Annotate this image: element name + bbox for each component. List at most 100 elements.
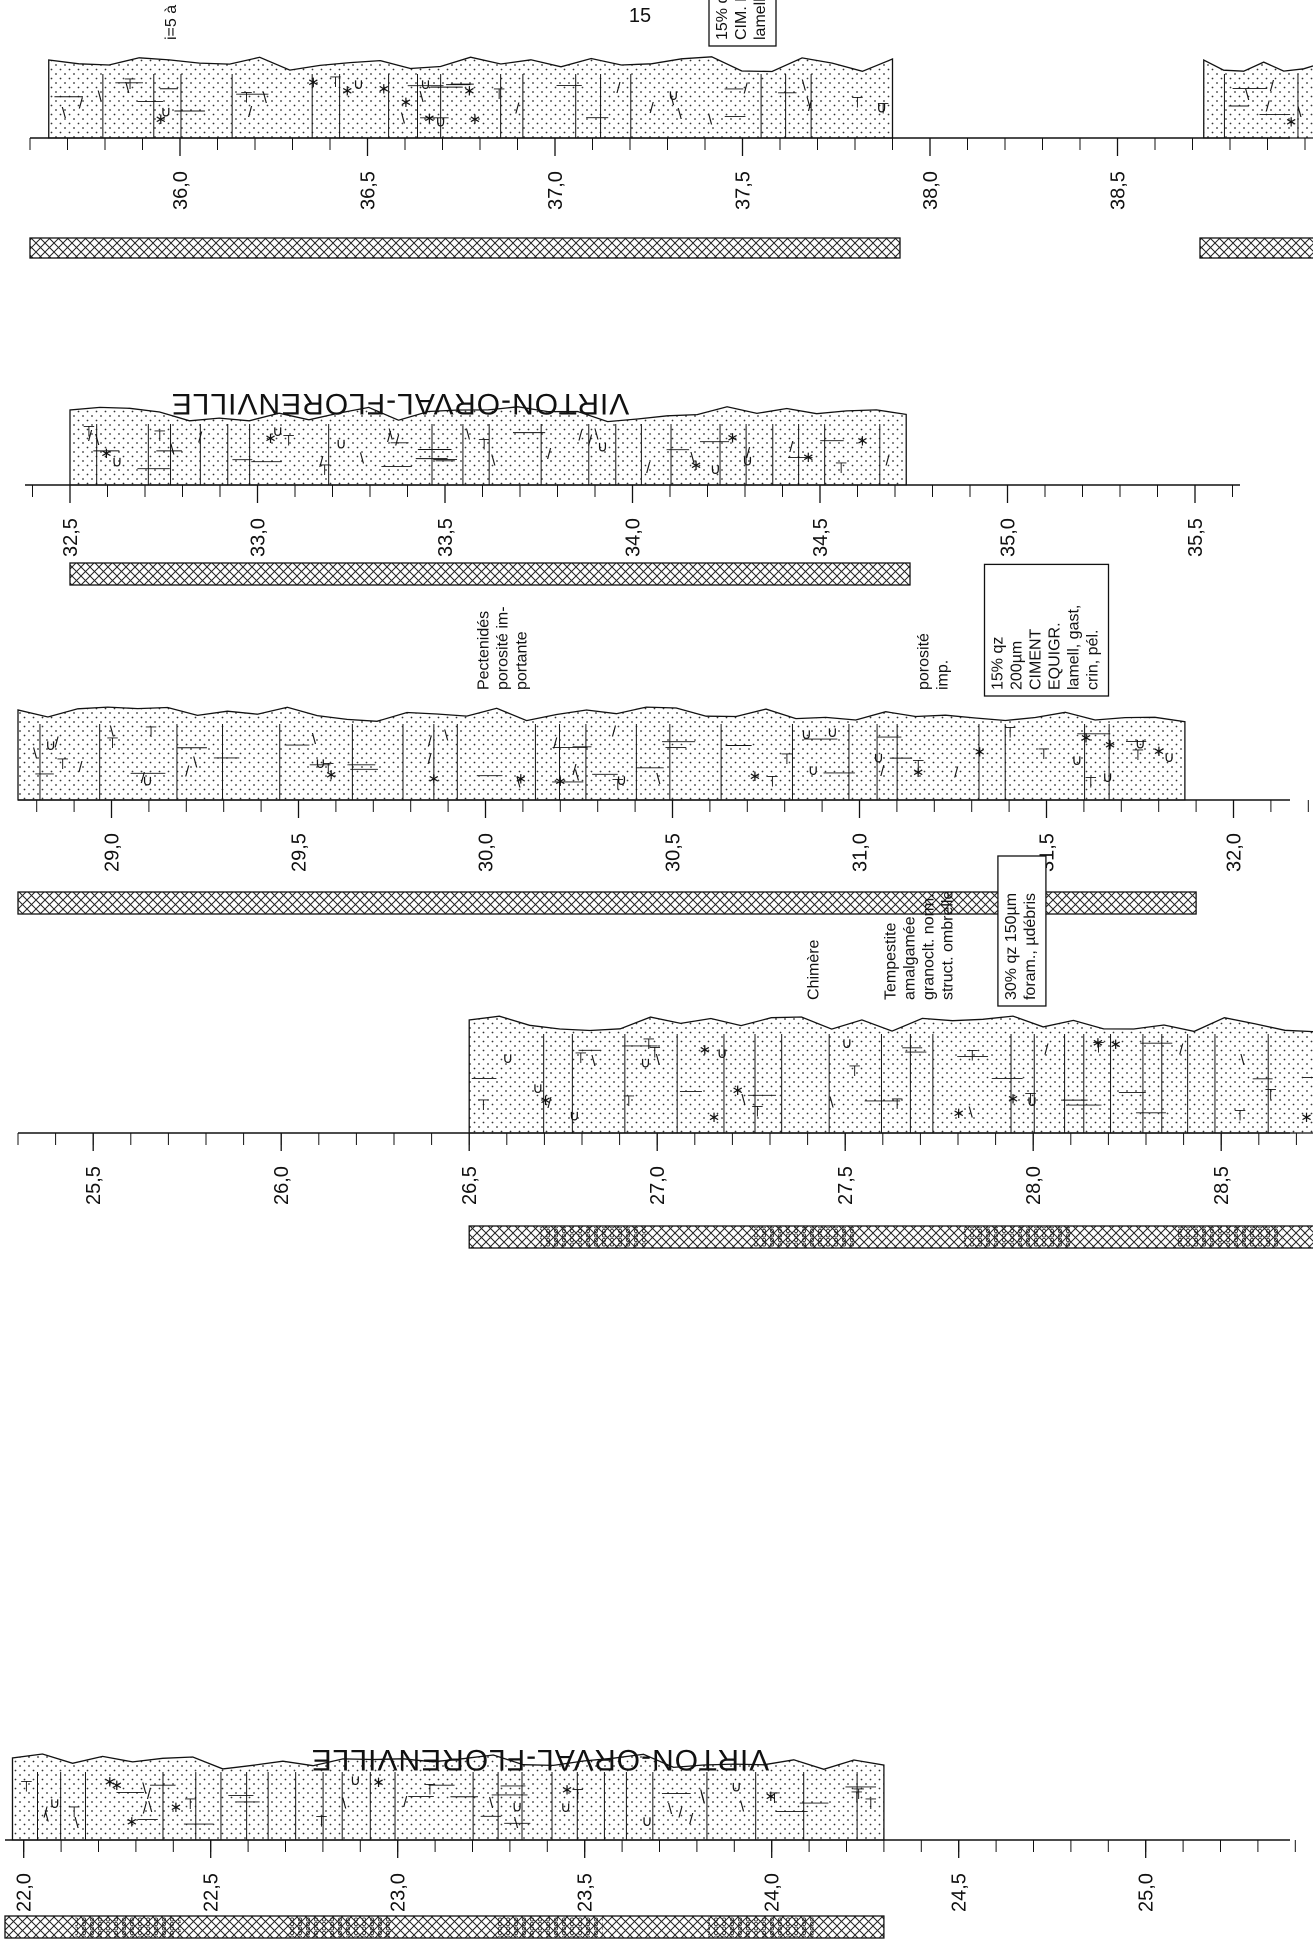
- bioclast-symbol: \: [708, 111, 713, 128]
- lithology-bar: [468, 1225, 1313, 1249]
- bioclast-symbol: ∗: [264, 430, 277, 447]
- bioclast-symbol: ∗: [372, 1774, 385, 1791]
- bioclast-symbol: ∪: [49, 1795, 60, 1812]
- bioclast-symbol: ∪: [876, 100, 887, 117]
- note-line: EQUIGR.: [1047, 622, 1064, 690]
- bioclast-symbol: ⊤: [315, 1814, 328, 1831]
- bioclast-symbol: \: [95, 432, 100, 449]
- bioclast-symbol: /: [689, 1811, 694, 1828]
- note-line: amalgamée: [901, 916, 918, 1000]
- bioclast-symbol: ∗: [155, 111, 168, 128]
- bioclast-symbol: /: [387, 429, 392, 446]
- bioclast-symbol: ⊤: [1233, 1108, 1246, 1125]
- tick-label: 37,5: [733, 171, 755, 210]
- tick-label: 36,0: [170, 171, 192, 210]
- bioclast-symbol: ∪: [597, 438, 608, 455]
- bioclast-symbol: \: [489, 1795, 494, 1812]
- bioclast-symbol: ⊤: [20, 1778, 33, 1795]
- bioclast-symbol: ⊤: [184, 1796, 197, 1813]
- bioclast-symbol: /: [428, 751, 433, 768]
- bioclast-symbol: ⊤: [611, 776, 624, 793]
- tick-label: 28,5: [1211, 1166, 1233, 1205]
- crosshatch-fill: [17, 891, 1197, 915]
- tick-label: 35,5: [1185, 518, 1207, 557]
- bioclast-symbol: /: [678, 1804, 683, 1821]
- bioclast-symbol: ⊤: [766, 774, 779, 791]
- bioclast-symbol: ∗: [765, 1788, 778, 1805]
- bioclast-symbol: ⊤: [648, 1045, 661, 1062]
- segment-mask: [286, 1917, 391, 1937]
- bioclast-symbol: ∪: [641, 1813, 652, 1830]
- note-line: lamell, gast,: [1066, 605, 1083, 690]
- bioclast-symbol: ∪: [1027, 1093, 1038, 1110]
- bioclast-symbol: /: [248, 104, 253, 121]
- bioclast-symbol: ∗: [378, 81, 391, 98]
- tick-label: 32,5: [60, 518, 82, 557]
- bioclast-symbol: ∪: [717, 1045, 728, 1062]
- bioclast-symbol: ⊤: [877, 101, 890, 118]
- bioclast-symbol: \: [690, 450, 695, 467]
- bioclast-symbol: ⊤: [1024, 1090, 1037, 1107]
- bioclast-symbol: \: [491, 453, 496, 470]
- bioclast-symbol: \: [969, 1104, 974, 1121]
- oolite-segment: [708, 1917, 814, 1937]
- bioclast-symbol: \: [401, 111, 406, 128]
- bioclast-symbol: ∪: [1135, 736, 1146, 753]
- tick-label: 34,0: [623, 518, 645, 557]
- bioclast-symbol: ∗: [428, 771, 441, 788]
- bioclast-symbol: /: [588, 433, 593, 450]
- bioclast-symbol: ⊤: [56, 756, 69, 773]
- bioclast-symbol: \: [193, 754, 198, 771]
- bioclast-symbol: /: [1179, 1042, 1184, 1059]
- bioclast-symbol: ⊤: [477, 1097, 490, 1114]
- bioclast-symbol: \: [594, 427, 599, 444]
- bioclast-symbol: /: [650, 100, 655, 117]
- bioclast-symbol: ∗: [423, 110, 436, 127]
- bioclast-symbol: ∪: [841, 1035, 852, 1052]
- bioclast-symbol: ⊤: [912, 757, 925, 774]
- bioclast-symbol: ∪: [350, 1772, 361, 1789]
- crosshatch-fill: [468, 1225, 1313, 1249]
- note-line: Chimère: [806, 939, 823, 1000]
- bioclast-symbol: /: [547, 1095, 552, 1112]
- bioclast-symbol: /: [147, 1786, 152, 1803]
- note-line: porosité im-: [495, 606, 512, 690]
- bioclast-symbol: ∗: [100, 445, 113, 462]
- bioclast-symbol: /: [185, 764, 190, 781]
- bioclast-symbol: ∪: [315, 755, 326, 772]
- bioclast-symbol: \: [62, 105, 67, 122]
- note-line: i=5 à: [163, 5, 180, 40]
- bioclast-symbol: ∗: [690, 457, 703, 474]
- bioclast-symbol: \: [668, 1801, 673, 1818]
- bioclast-symbol: /: [616, 80, 621, 97]
- bioclast-symbol: ∪: [808, 762, 819, 779]
- bioclast-symbol: ⊤: [642, 1036, 655, 1053]
- bioclast-symbol: ∗: [325, 767, 338, 784]
- bioclast-symbol: ⊤: [966, 1047, 979, 1064]
- note-line: Pectenidés: [476, 611, 493, 690]
- tick-label: 36,5: [358, 171, 380, 210]
- bioclast-symbol: ∗: [731, 1082, 744, 1099]
- lithology-bar: [29, 237, 901, 259]
- bioclast-symbol: ∪: [731, 1779, 742, 1796]
- bioclast-symbol: \: [75, 1815, 80, 1832]
- note-line: portante: [514, 631, 531, 690]
- bioclast-symbol: ⊤: [852, 1786, 865, 1803]
- oolite-segment: [286, 1917, 392, 1937]
- page-number: 15: [629, 5, 651, 27]
- bioclast-symbol: ⊤: [153, 428, 166, 445]
- bioclast-symbol: /: [78, 759, 83, 776]
- bioclast-symbol: ∗: [307, 74, 320, 91]
- bioclast-symbol: /: [198, 430, 203, 447]
- segment-mask: [964, 1227, 1070, 1247]
- bioclast-symbol: ⊤: [322, 760, 335, 777]
- note-line: CIMENT: [1028, 628, 1045, 690]
- bioclast-symbol: ∗: [170, 1799, 183, 1816]
- bioclast-symbol: ∗: [515, 771, 528, 788]
- bioclast-symbol: ⊤: [1264, 1087, 1277, 1104]
- bioclast-symbol: \: [1245, 87, 1250, 104]
- bioclast-symbol: ∪: [112, 454, 123, 471]
